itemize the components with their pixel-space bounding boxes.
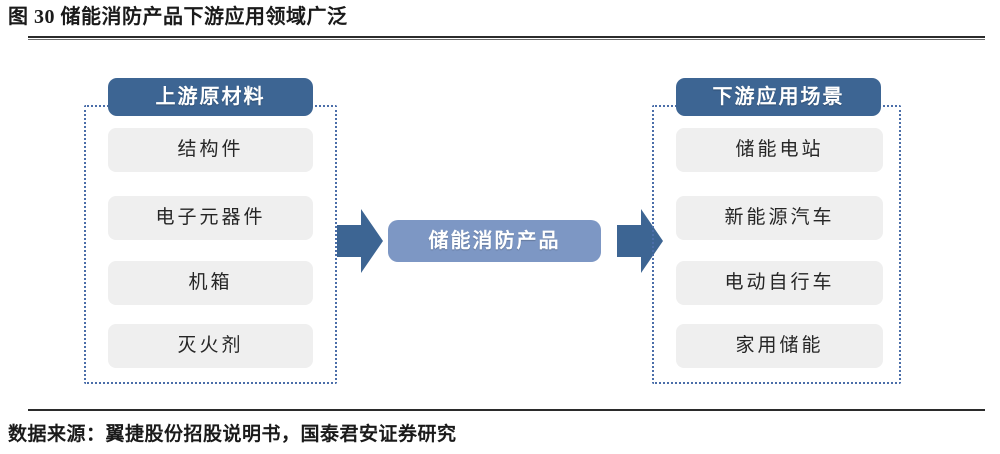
upstream-item-0: 结构件: [108, 128, 313, 172]
upstream-item-3: 灭火剂: [108, 324, 313, 368]
title-divider-thick-line: [28, 36, 985, 38]
title-divider-thin-line: [28, 39, 985, 40]
downstream-group-header: 下游应用场景: [676, 78, 881, 116]
downstream-item-1: 新能源汽车: [676, 196, 883, 240]
source-note: 数据来源：翼捷股份招股说明书，国泰君安证券研究: [8, 424, 457, 445]
center-product-node: 储能消防产品: [388, 220, 601, 262]
upstream-item-2: 机箱: [108, 261, 313, 305]
downstream-item-3: 家用储能: [676, 324, 883, 368]
downstream-item-0: 储能电站: [676, 128, 883, 172]
right-arrow-icon: [617, 207, 663, 275]
upstream-item-1: 电子元器件: [108, 196, 313, 240]
upstream-group-header: 上游原材料: [108, 78, 313, 116]
title-divider: [28, 36, 985, 40]
right-arrow-icon: [337, 207, 383, 275]
page-title: 图 30 储能消防产品下游应用领域广泛: [8, 6, 348, 28]
downstream-item-2: 电动自行车: [676, 261, 883, 305]
value-chain-diagram: 上游原材料 结构件 电子元器件 机箱 灭火剂 储能消防产品 下游应用场景 储能电…: [0, 44, 1000, 404]
footer-divider: [28, 409, 985, 412]
footer-divider-line: [28, 409, 985, 411]
